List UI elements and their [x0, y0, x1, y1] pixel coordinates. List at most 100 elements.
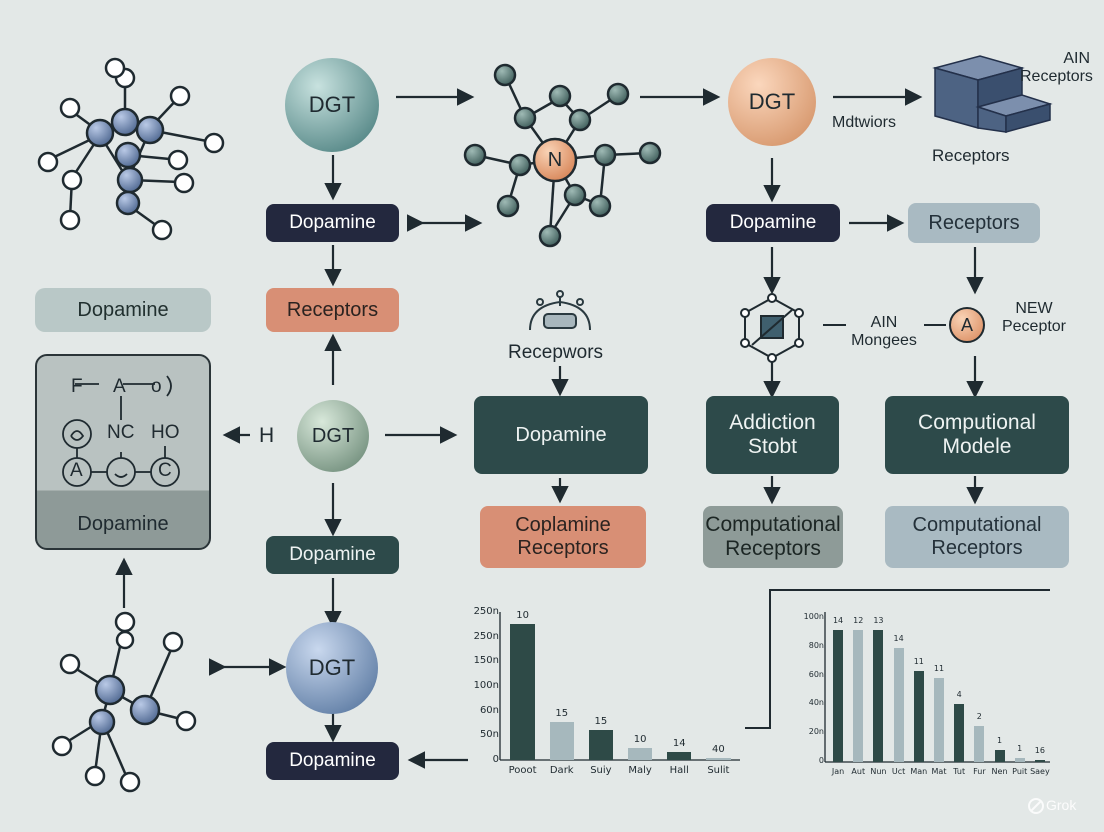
dgt-sphere-top-left: DGT: [285, 58, 379, 152]
receptors-cube-label: Receptors: [932, 146, 1010, 165]
chart-2-bar: [913, 671, 924, 762]
chart-2-x-tick-label: Tut: [953, 767, 966, 776]
chart-1-y-tick-label: 250n: [473, 606, 499, 617]
receptors-node-row2-right: Receptors: [908, 203, 1040, 243]
chart-1-bar: [549, 721, 574, 760]
n-atom-label: N: [547, 148, 563, 171]
chart-2-data-label: 2: [976, 712, 982, 721]
chart-2-data-label: 14: [832, 615, 844, 625]
mdtwiors-label: Mdtwiors: [832, 114, 897, 131]
panel-caption: Dopamine: [77, 512, 169, 535]
chart-2-x-tick-label: Jan: [831, 767, 845, 776]
chart-1-data-label: 10: [516, 609, 529, 621]
chart-2-y-tick-label: 20n: [808, 727, 824, 737]
chart-2-bar: [853, 629, 864, 762]
chart-1-x-tick-label: Sulit: [707, 765, 730, 776]
chart-2-bar: [833, 629, 844, 762]
receptor-cube-icon: [932, 55, 1053, 133]
new-peceptor-label: NEW Peceptor: [1001, 300, 1067, 336]
molecule-n-center-icon: [463, 63, 662, 248]
chart-1-data-label: 40: [712, 744, 725, 755]
chart-1-data-label: 15: [594, 716, 608, 728]
chart-2-y-tick-label: 0: [818, 756, 824, 765]
chart-1-y-tick-label: 150n: [473, 655, 499, 667]
chart-2-y-tick-label: 80n: [808, 640, 824, 650]
chart-2-x-tick-label: Fur: [973, 767, 986, 776]
structure-panel: F A o NC HO A C Dopamine: [35, 354, 211, 550]
chart-2-x-tick-label: Nun: [870, 767, 887, 776]
chart-1-x-tick-label: Maly: [628, 765, 652, 776]
addiction-stobt-node: Addiction Stobt: [706, 396, 839, 474]
panel-glyph-c: C: [158, 460, 172, 481]
chart-1-bar: [706, 758, 731, 760]
receptor-glyph-icon: [529, 290, 591, 331]
computational-receptors-node-2: Computational Receptors: [885, 506, 1069, 568]
chart-2-bar: [1034, 760, 1045, 762]
chart-2-x-tick-label: Mat: [931, 767, 947, 776]
ain-mongees-label: AIN Mongees: [851, 314, 917, 350]
chart-2-axes: [824, 612, 1050, 763]
chart-1-axes: [499, 612, 740, 761]
chart-2-y-tick-label: 60n: [808, 669, 824, 679]
coplamine-receptors-node: Coplamine Receptors: [480, 506, 646, 568]
h-label: H: [259, 424, 275, 447]
computional-modele-node: Computional Modele: [885, 396, 1069, 474]
chart-2-bar: [994, 750, 1005, 762]
chart-1-data-label: 10: [633, 733, 647, 745]
panel-glyph-ho: HO: [151, 422, 180, 443]
molecule-bottom-left-icon: [51, 611, 197, 793]
flow-arrows: [115, 88, 984, 769]
chart-2-x-tick-label: Nen: [991, 767, 1008, 776]
recepwors-label: Recepwors: [508, 342, 604, 363]
chart-2-y-tick-label: 40n: [808, 698, 824, 708]
chart-2-x-tick-label: Uct: [891, 767, 906, 776]
connector-lines: [745, 324, 1050, 729]
chart-2-data-label: 13: [873, 615, 884, 625]
dopamine-node-row2-right: Dopamine: [706, 204, 840, 242]
chart-1-x-tick-label: Suiy: [590, 765, 612, 776]
dgt-sphere-middle: DGT: [297, 400, 369, 472]
receptors-node-salmon: Receptors: [266, 288, 399, 332]
chart-1-y-tick-label: 0: [492, 754, 499, 765]
chart-1-y-tick-label: 250n: [473, 630, 499, 642]
chart-2-data-label: 14: [893, 634, 904, 644]
chart-2-data-label: 11: [933, 664, 945, 674]
chart-1-bar: [627, 747, 653, 760]
panel-glyph-nc: NC: [107, 422, 135, 443]
grok-watermark-icon: [1028, 798, 1044, 814]
structure-glyphs-icon: [62, 375, 180, 487]
chart-2-y-tick-label: 100n: [803, 612, 824, 621]
chart-2-bar: [1014, 757, 1025, 762]
double-arrows: [208, 214, 483, 676]
panel-glyph-f: F: [71, 376, 83, 397]
panel-glyph-a-top: A: [113, 376, 126, 397]
panel-glyph-a-bottom: A: [70, 460, 83, 481]
panel-glyph-o: o: [151, 376, 162, 397]
chart-2-x-tick-label: Man: [910, 767, 928, 776]
chart-2-bar: [933, 678, 945, 762]
chart-1-data-label: 15: [555, 707, 569, 719]
grok-watermark: Grok: [1046, 797, 1077, 813]
molecule-top-left-icon: [37, 57, 225, 241]
chart-1-x-tick-label: Pooot: [508, 765, 537, 776]
chart-2-data-label: 1: [996, 736, 1003, 746]
dopamine-node-bottom: Dopamine: [266, 742, 399, 780]
chart-1-y-tick-label: 60n: [479, 704, 499, 716]
chart-2-data-label: 4: [956, 690, 962, 700]
a-atom-sphere: A: [949, 307, 985, 343]
dgt-sphere-top-right: DGT: [728, 58, 816, 146]
chart-2-data-label: 11: [913, 657, 924, 667]
chart-1-x-tick-label: Dark: [549, 765, 574, 776]
dopamine-node-center-teal: Dopamine: [474, 396, 648, 474]
dopamine-node-row2-left: Dopamine: [266, 204, 399, 242]
dgt-sphere-bottom: DGT: [286, 622, 378, 714]
chart-2-bar: [873, 629, 884, 762]
dopamine-node-lower-teal: Dopamine: [266, 536, 399, 574]
chart-2-x-tick-label: Aut: [851, 767, 866, 776]
ain-receptors-label: AIN Receptors: [1020, 50, 1093, 86]
chart-1-bar: [667, 752, 692, 760]
chart-2-bar: [893, 648, 904, 762]
chart-1-x-tick-label: Hall: [669, 765, 689, 776]
chart-2-data-label: 16: [1034, 746, 1045, 755]
